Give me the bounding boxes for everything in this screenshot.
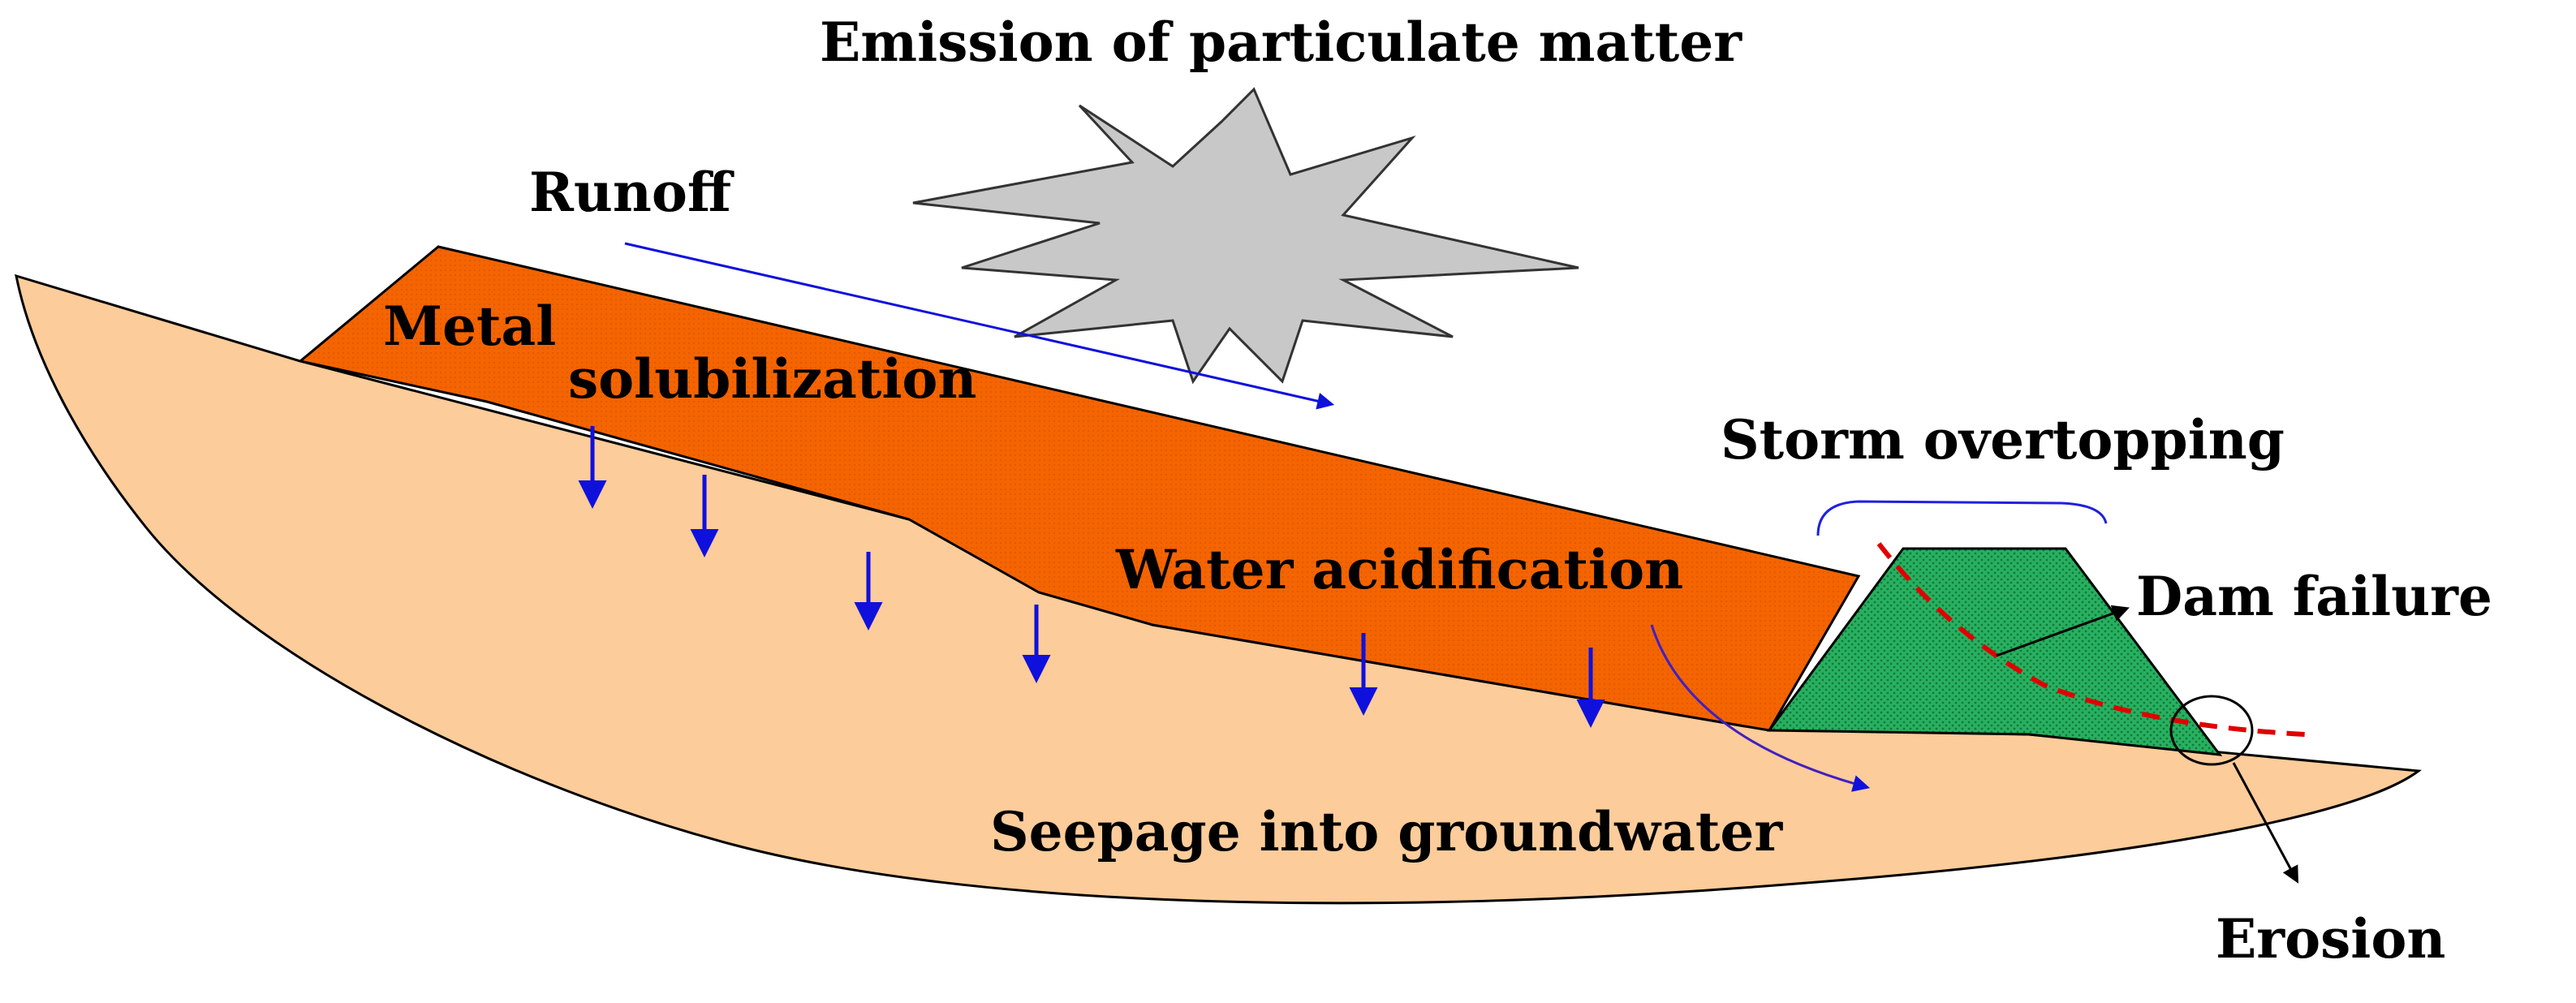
label-seepage: Seepage into groundwater [990, 800, 1783, 863]
label-solubilization: solubilization [568, 347, 976, 411]
label-emission: Emission of particulate matter [820, 11, 1742, 74]
runoff-arrow [624, 242, 1335, 410]
particulate-burst [912, 87, 1579, 385]
label-storm-overtopping: Storm overtopping [1721, 408, 2285, 471]
storm-bracket [1816, 500, 2108, 536]
failure-line [1876, 542, 2306, 737]
label-dam-failure: Dam failure [2136, 565, 2492, 628]
tailings-layer [297, 245, 1861, 732]
seepage-arrows [578, 426, 1605, 728]
dam-failure-pointer [1996, 605, 2130, 657]
groundwater-arrow [1650, 624, 1871, 792]
label-water-acidification: Water acidification [1115, 538, 1683, 601]
erosion-pointer [2232, 762, 2298, 884]
ground-layer [15, 273, 2423, 905]
label-erosion: Erosion [2216, 907, 2445, 971]
erosion-circle [2169, 695, 2254, 766]
label-runoff: Runoff [529, 161, 734, 224]
label-metal: Metal [383, 295, 556, 358]
